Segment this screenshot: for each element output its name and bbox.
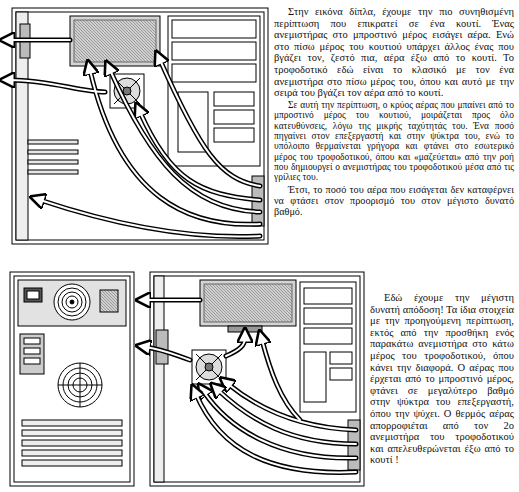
- description-paragraph: Έτσι, το ποσό του αέρα που εισάγεται δεν…: [274, 184, 514, 218]
- airflow-arrows-top: [10, 40, 260, 237]
- description-paragraph: Στην εικόνα δίπλα, έχουμε την πιο συνηθι…: [274, 6, 514, 99]
- description-paragraph: Σε αυτή την περίπτωση, ο κρύος αέρας που…: [274, 100, 514, 183]
- description-paragraph: Εδώ έχουμε την μέγιστη δυνατή απόδοση! Τ…: [370, 292, 514, 466]
- case-side-view-top: [12, 8, 268, 244]
- case-rear-view: [10, 272, 134, 486]
- airflow-arrows-bottom: [146, 300, 356, 472]
- case-side-view-bottom: [150, 272, 364, 486]
